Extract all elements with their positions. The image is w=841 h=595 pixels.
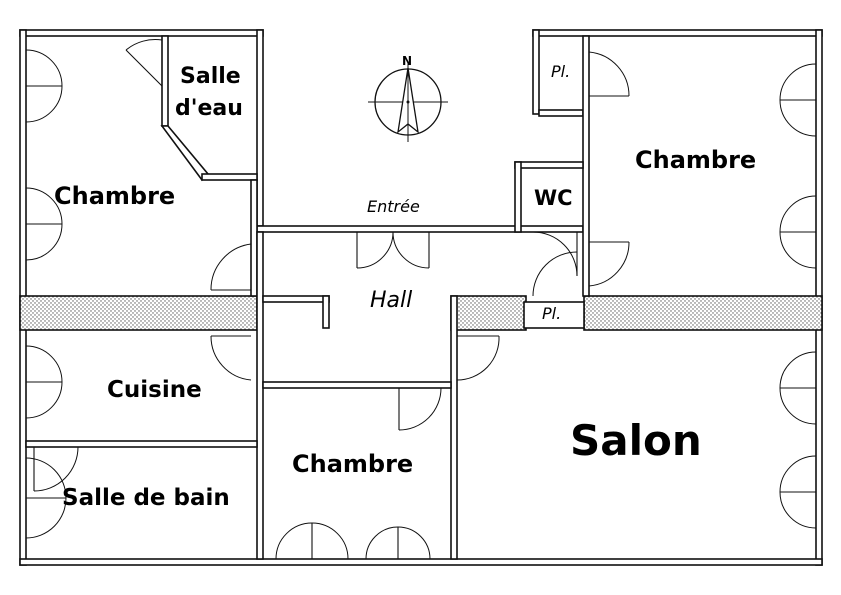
- room-label-wc: WC: [534, 186, 573, 210]
- interior-walls: [25, 35, 590, 560]
- compass-icon: [368, 62, 448, 142]
- room-label-cuisine: Cuisine: [107, 377, 202, 403]
- compass-north-label: N: [402, 54, 413, 68]
- structural-walls: [19, 295, 823, 331]
- room-label-placard-top: Pl.: [551, 62, 571, 81]
- room-label-chambre-s: Chambre: [292, 450, 414, 478]
- room-label-salle-deau-line2: d'eau: [175, 96, 243, 121]
- room-label-placard-mid: Pl.: [542, 304, 562, 323]
- room-label-salon: Salon: [570, 416, 702, 465]
- room-label-salle-deau-line1: Salle: [180, 64, 241, 89]
- room-label-chambre-ne: Chambre: [635, 146, 757, 174]
- room-label-chambre-nw: Chambre: [54, 182, 176, 210]
- room-label-entree: Entrée: [367, 197, 420, 216]
- room-label-hall: Hall: [370, 288, 413, 313]
- room-label-salle-de-bain: Salle de bain: [62, 485, 230, 511]
- windows: [25, 49, 817, 560]
- doors: [33, 39, 630, 492]
